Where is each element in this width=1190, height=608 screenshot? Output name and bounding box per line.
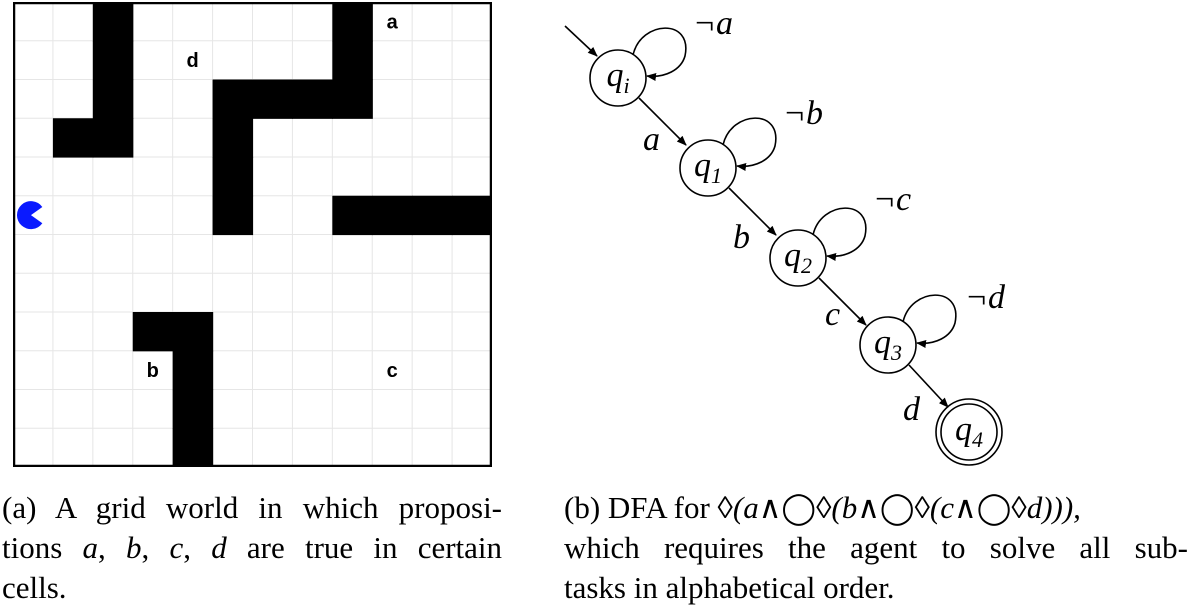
caption-grid-world: (a) A grid world in which proposi- tions… [2, 488, 502, 608]
transition-qi-q1 [638, 97, 687, 146]
state-q4-base: q [955, 411, 972, 448]
proposition-c: c [387, 360, 398, 382]
svg-text:q1: q1 [694, 147, 722, 188]
grid-world: a d b c [13, 2, 492, 467]
state-qi-base: q [606, 57, 623, 94]
caption-b-line-3: tasks in alphabetical order. [564, 570, 895, 605]
state-q1-sub: 1 [711, 163, 722, 188]
wall-cell [252, 79, 294, 119]
state-q3-base: q [874, 324, 891, 361]
caption-a-line-2: tions a, b, c, d are true in certain [2, 530, 503, 565]
self-loop-label-q1: ¬b [783, 95, 823, 132]
proposition-b: b [147, 360, 159, 382]
wall-cell [172, 350, 214, 391]
wall-cell [212, 157, 254, 197]
caption-a-line-1: (a) A grid world in which proposi- [2, 490, 502, 525]
state-q4-accepting: q4 [935, 398, 1003, 466]
transition-label-a: a [643, 121, 660, 158]
dfa-diagram: qi ¬a a q1 ¬b b q2 ¬c c q3 ¬d d [564, 5, 1006, 466]
initial-arrow [564, 25, 598, 57]
self-loop-label-q2: ¬c [873, 181, 911, 218]
self-loop-q1 [722, 117, 777, 171]
state-q1: q1 [679, 139, 737, 197]
state-q3: q3 [859, 316, 917, 374]
state-qi: qi [589, 49, 647, 107]
wall-cell [172, 312, 214, 352]
wall-cell [92, 40, 134, 81]
self-loop-label-qi: ¬a [693, 5, 733, 42]
wall-cell [52, 118, 94, 158]
proposition-d: d [187, 50, 199, 72]
grid-border [13, 2, 492, 467]
pacman-body [16, 201, 43, 230]
wall-cell [92, 79, 134, 119]
wall-cell [332, 40, 373, 81]
wall-cell [332, 2, 373, 42]
state-q4-sub: 4 [972, 427, 983, 452]
svg-text:qi: qi [606, 57, 629, 98]
wall-cell [172, 389, 214, 429]
transition-label-b: b [733, 219, 750, 256]
state-q2: q2 [769, 229, 827, 287]
wall-cell [372, 195, 413, 236]
wall-cell [132, 312, 174, 352]
state-q3-sub: 3 [890, 340, 902, 365]
caption-dfa: (b) DFA for ◊(a∧◯◊(b∧◯◊(c∧◯◊d))), which … [564, 488, 1188, 608]
state-q1-base: q [694, 147, 711, 184]
wall-cell [172, 428, 214, 467]
state-qi-sub: i [623, 73, 629, 98]
wall-cell [332, 79, 373, 119]
caption-b-line-2: which requires the agent to solve all su… [564, 530, 1188, 565]
ltl-formula: ◊(a∧◯◊(b∧◯◊(c∧◯◊d))), [717, 490, 1081, 525]
self-loop-qi [632, 27, 687, 81]
wall-cell [92, 2, 134, 42]
self-loop-label-q3: ¬d [965, 279, 1006, 316]
wall-cell [92, 118, 134, 158]
transition-q2-q3 [818, 277, 867, 326]
wall-cell [412, 195, 453, 236]
pacman-agent-icon [16, 201, 43, 230]
transition-q1-q2 [728, 187, 777, 236]
proposition-a: a [387, 11, 399, 33]
transition-label-d: d [903, 391, 921, 428]
svg-text:q3: q3 [874, 324, 902, 365]
grid-propositions: a d b c [147, 11, 399, 382]
self-loop-q2 [812, 207, 867, 261]
wall-cell [212, 195, 254, 236]
wall-cell [212, 118, 254, 158]
svg-text:q2: q2 [784, 237, 812, 278]
wall-cell [332, 195, 373, 236]
self-loop-q3 [902, 294, 957, 348]
wall-cell [292, 79, 333, 119]
state-q2-base: q [784, 237, 801, 274]
state-q2-sub: 2 [801, 253, 812, 278]
caption-a-line-3: cells. [2, 570, 67, 605]
caption-b-line-1: (b) DFA for ◊(a∧◯◊(b∧◯◊(c∧◯◊d))), [564, 490, 1081, 525]
wall-cell [452, 195, 492, 236]
transition-label-c: c [825, 296, 840, 333]
grid-walls [52, 2, 492, 467]
transition-q3-q4 [908, 364, 949, 408]
wall-cell [212, 79, 254, 119]
svg-text:q4: q4 [955, 411, 983, 452]
